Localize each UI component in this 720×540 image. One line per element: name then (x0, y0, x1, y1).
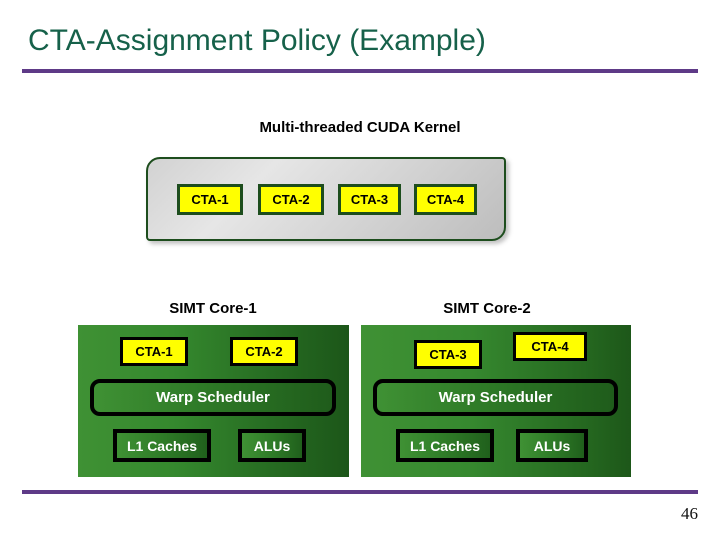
cuda-kernel-box: CTA-1 CTA-2 CTA-3 CTA-4 (146, 157, 506, 241)
core-2-cta-4: CTA-4 (513, 332, 587, 361)
core-1-cta-1: CTA-1 (120, 337, 188, 366)
kernel-cta-2: CTA-2 (258, 184, 324, 215)
core-1-cta-2: CTA-2 (230, 337, 298, 366)
page-number: 46 (681, 504, 698, 523)
kernel-cta-3: CTA-3 (338, 184, 401, 215)
core-2-cta-3: CTA-3 (414, 340, 482, 369)
kernel-cta-4: CTA-4 (414, 184, 477, 215)
simt-core-2-panel: CTA-3 CTA-4 Warp Scheduler L1 Caches ALU… (361, 325, 631, 477)
title-divider (22, 69, 698, 73)
simt-core-1-panel: CTA-1 CTA-2 Warp Scheduler L1 Caches ALU… (78, 325, 349, 477)
footer-divider (22, 490, 698, 494)
simt-core-1-label: SIMT Core-1 (169, 300, 257, 317)
core-1-warp-scheduler: Warp Scheduler (90, 379, 336, 416)
page-title: CTA-Assignment Policy (Example) (28, 24, 486, 57)
kernel-cta-1: CTA-1 (177, 184, 243, 215)
core-2-alus: ALUs (516, 429, 588, 462)
core-2-warp-scheduler: Warp Scheduler (373, 379, 618, 416)
core-2-l1-caches: L1 Caches (396, 429, 494, 462)
kernel-heading: Multi-threaded CUDA Kernel (259, 119, 461, 136)
simt-core-2-label: SIMT Core-2 (443, 300, 531, 317)
core-1-l1-caches: L1 Caches (113, 429, 211, 462)
core-1-alus: ALUs (238, 429, 306, 462)
